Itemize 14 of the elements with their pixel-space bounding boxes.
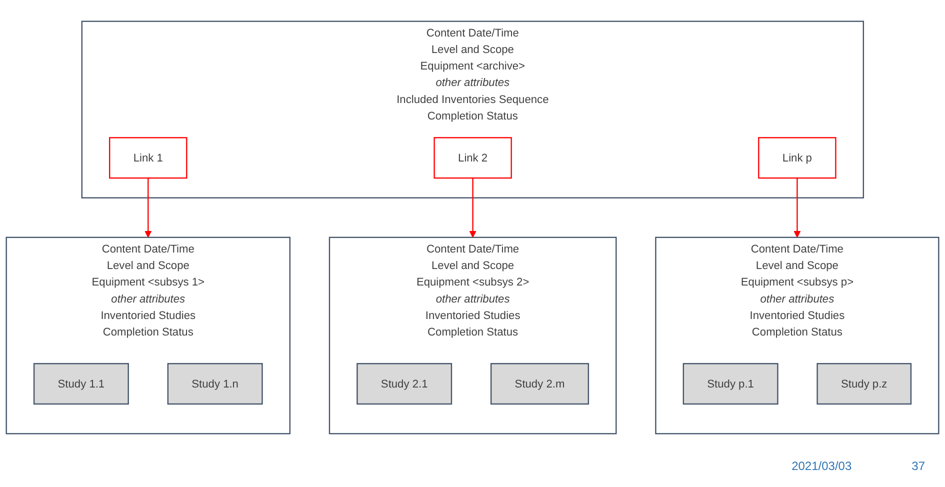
node-box: Study 2.1 bbox=[356, 363, 452, 405]
node-box: Link 1 bbox=[109, 137, 188, 179]
arrow bbox=[144, 178, 152, 238]
node-box: Study p.z bbox=[816, 363, 912, 405]
node-box: Study p.1 bbox=[682, 363, 778, 405]
footer-text: 2021/03/03 bbox=[792, 459, 852, 473]
arrow bbox=[794, 178, 801, 238]
footer-text: 37 bbox=[912, 459, 925, 473]
node-box: Link 2 bbox=[434, 137, 512, 179]
node-box: Study 2.m bbox=[490, 363, 590, 405]
arrow bbox=[469, 178, 476, 238]
node-box: Link p bbox=[758, 137, 836, 179]
node-box: Study 1.n bbox=[167, 363, 263, 405]
node-box: Study 1.1 bbox=[33, 363, 129, 405]
